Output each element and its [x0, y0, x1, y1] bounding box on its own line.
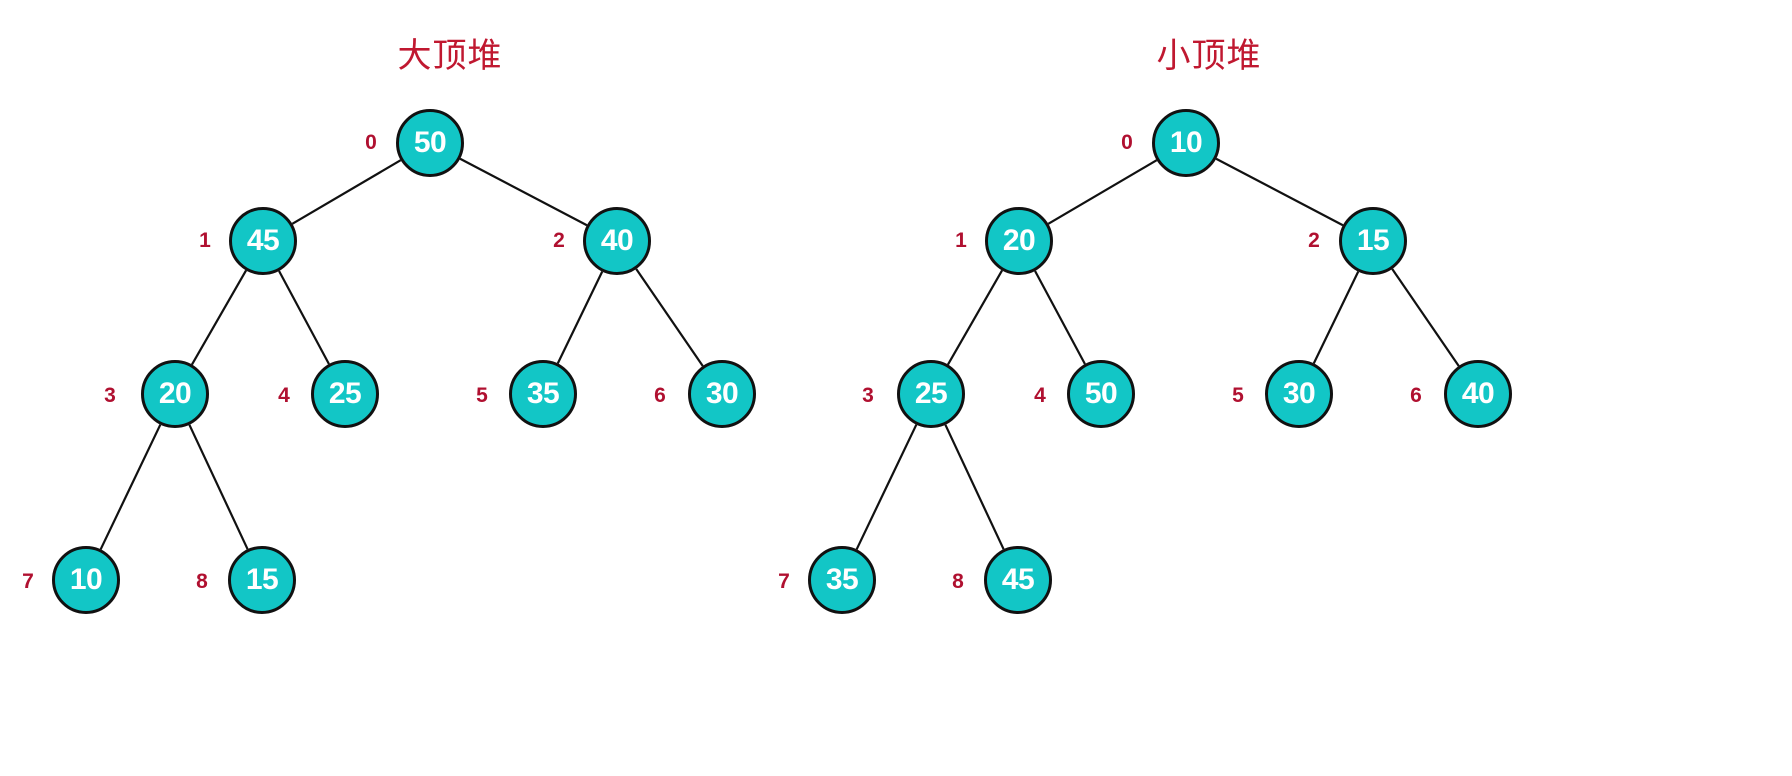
node-index-label: 5 [1232, 384, 1244, 407]
node-index-label: 2 [553, 229, 565, 252]
tree-edge [1034, 270, 1086, 365]
node-index-label: 5 [476, 384, 488, 407]
node-index-label: 1 [955, 229, 967, 252]
heap-title-min-heap: 小顶堆 [1156, 36, 1262, 76]
tree-node[interactable]: 25 [311, 360, 379, 428]
node-index-label: 3 [862, 384, 874, 407]
tree-edge [291, 159, 402, 225]
tree-edge [944, 424, 1005, 550]
tree-edge [1047, 159, 1158, 225]
tree-node[interactable]: 50 [1067, 360, 1135, 428]
node-index-label: 7 [778, 570, 790, 593]
tree-node[interactable]: 20 [985, 207, 1053, 275]
tree-edge [556, 271, 604, 364]
heap-title-max-heap: 大顶堆 [397, 36, 503, 76]
node-index-label: 2 [1308, 229, 1320, 252]
tree-node[interactable]: 15 [1339, 207, 1407, 275]
tree-edge [278, 270, 330, 365]
tree-edge [1312, 271, 1360, 364]
node-index-label: 3 [104, 384, 116, 407]
tree-node[interactable]: 40 [1444, 360, 1512, 428]
tree-node[interactable]: 40 [583, 207, 651, 275]
node-index-label: 8 [196, 570, 208, 593]
node-index-label: 1 [199, 229, 211, 252]
tree-edge [1215, 157, 1344, 227]
tree-node[interactable]: 20 [141, 360, 209, 428]
tree-edge [459, 157, 588, 227]
tree-edge [1391, 268, 1460, 367]
tree-node[interactable]: 35 [808, 546, 876, 614]
node-index-label: 6 [654, 384, 666, 407]
tree-edge [99, 424, 162, 550]
tree-edge [635, 268, 704, 367]
tree-node[interactable]: 25 [897, 360, 965, 428]
node-index-label: 4 [1034, 384, 1046, 407]
tree-node[interactable]: 10 [1152, 109, 1220, 177]
tree-node[interactable]: 45 [984, 546, 1052, 614]
node-index-label: 8 [952, 570, 964, 593]
tree-node[interactable]: 15 [228, 546, 296, 614]
node-index-label: 0 [1121, 131, 1133, 154]
tree-edge [946, 269, 1004, 366]
node-index-label: 0 [365, 131, 377, 154]
tree-edge [855, 424, 918, 550]
tree-edge [190, 269, 248, 366]
tree-edge [188, 424, 249, 550]
tree-node[interactable]: 30 [688, 360, 756, 428]
tree-node[interactable]: 45 [229, 207, 297, 275]
node-index-label: 4 [278, 384, 290, 407]
tree-node[interactable]: 35 [509, 360, 577, 428]
tree-node[interactable]: 50 [396, 109, 464, 177]
tree-node[interactable]: 10 [52, 546, 120, 614]
node-index-label: 7 [22, 570, 34, 593]
tree-node[interactable]: 30 [1265, 360, 1333, 428]
node-index-label: 6 [1410, 384, 1422, 407]
